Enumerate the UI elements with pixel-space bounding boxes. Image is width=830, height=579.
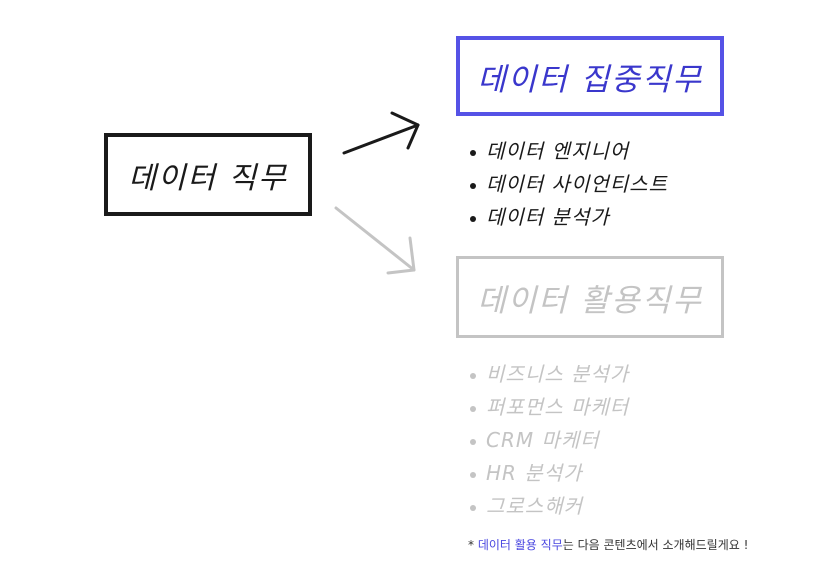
footnote-prefix: *	[468, 538, 478, 552]
footnote: * 데이터 활용 직무는 다음 콘텐츠에서 소개해드릴게요 !	[468, 536, 748, 553]
data-focus-job-label: 데이터 집중직무	[477, 61, 703, 98]
arrow-to-apply	[334, 206, 416, 275]
list-item-label: 퍼포먼스 마케터	[486, 395, 630, 419]
footnote-highlight: 데이터 활용 직무	[477, 538, 563, 552]
footnote-suffix: 는 다음 콘텐츠에서 소개해드릴게요 !	[562, 538, 749, 552]
bullet-icon	[470, 471, 476, 478]
data-apply-job-label: 데이터 활용직무	[477, 282, 703, 319]
list-item-label: 데이터 사이언티스트	[486, 172, 668, 196]
data-focus-job-box: 데이터 집중직무	[456, 36, 724, 116]
bullet-icon	[470, 405, 476, 412]
list-item-label: HR 분석가	[486, 461, 583, 485]
data-apply-job-box: 데이터 활용직무	[456, 256, 724, 338]
list-item: HR 분석가	[470, 457, 583, 486]
list-item: 데이터 엔지니어	[470, 135, 629, 164]
list-item: 데이터 사이언티스트	[470, 168, 668, 197]
list-item: 비즈니스 분석가	[470, 358, 629, 387]
list-item: 퍼포먼스 마케터	[470, 391, 629, 420]
bullet-icon	[470, 149, 476, 156]
bullet-icon	[470, 372, 476, 379]
bullet-icon	[470, 438, 476, 445]
arrow-to-focus	[342, 111, 420, 155]
list-item: CRM 마케터	[470, 424, 600, 453]
list-item: 데이터 분석가	[470, 201, 610, 230]
bullet-icon	[470, 182, 476, 189]
list-item-label: 그로스해커	[486, 494, 583, 518]
list-item-label: 데이터 엔지니어	[486, 139, 630, 163]
list-item-label: 비즈니스 분석가	[486, 362, 630, 386]
list-item-label: 데이터 분석가	[486, 205, 610, 229]
bullet-icon	[470, 215, 476, 222]
bullet-icon	[470, 504, 476, 511]
data-job-box: 데이터 직무	[104, 133, 312, 216]
data-job-label: 데이터 직무	[128, 160, 288, 196]
list-item: 그로스해커	[470, 490, 583, 519]
list-item-label: CRM 마케터	[486, 428, 600, 452]
